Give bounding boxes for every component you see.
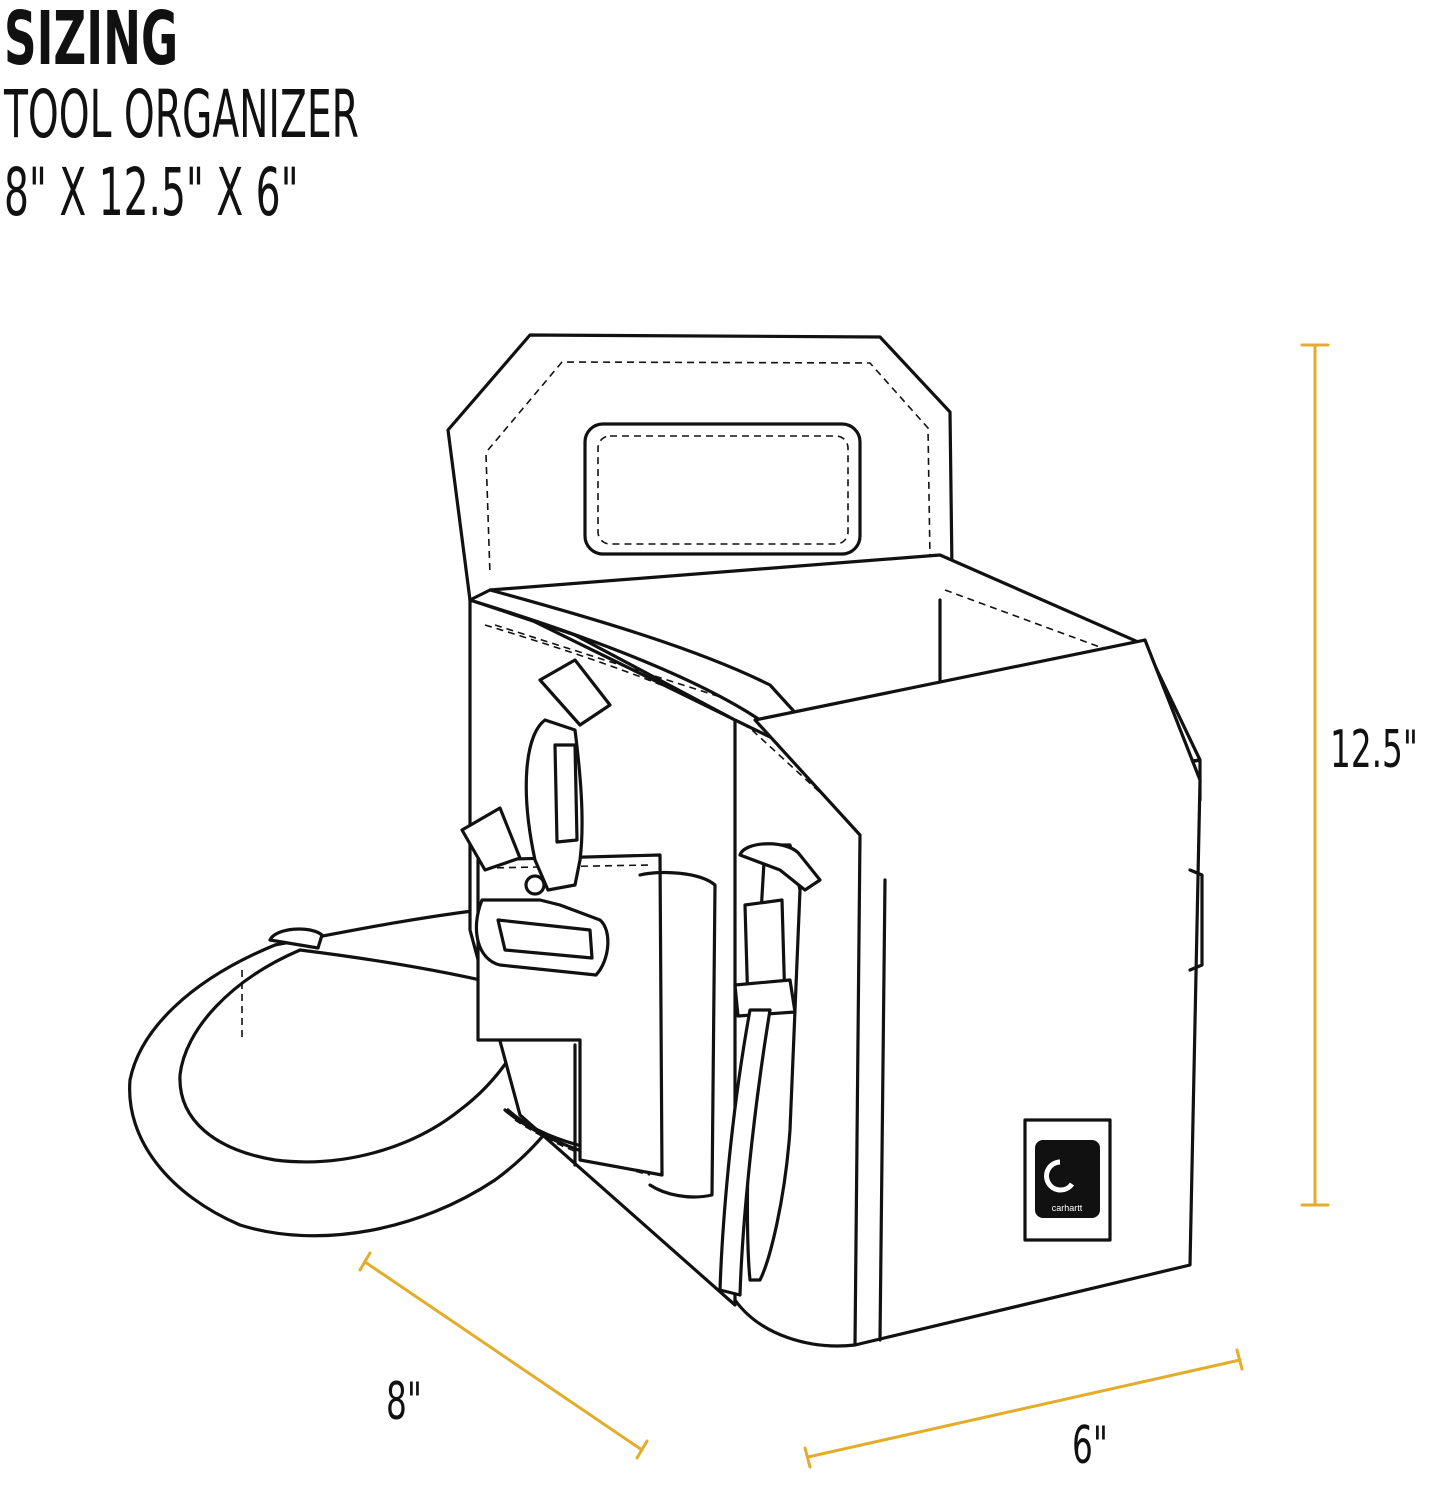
carry-handle-slot	[583, 422, 862, 556]
depth-label: 6"	[1072, 1416, 1108, 1476]
front-pocket	[733, 638, 1204, 1348]
height-label: 12.5"	[1330, 720, 1418, 780]
depth-dimension-line	[803, 1348, 1244, 1469]
left-swivel-hook	[460, 658, 612, 977]
carhartt-logo-patch: carhartt	[1023, 1118, 1112, 1242]
product-name: TOOL ORGANIZER	[4, 76, 359, 153]
width-dimension-line	[358, 1251, 649, 1460]
page-title: SIZING	[4, 0, 179, 82]
height-dimension-line	[1300, 343, 1330, 1207]
svg-text:carhartt: carhartt	[1052, 1203, 1083, 1213]
right-clip-strap	[718, 842, 822, 1297]
product-dimensions: 8" X 12.5" X 6"	[4, 154, 299, 231]
width-label: 8"	[386, 1372, 422, 1432]
